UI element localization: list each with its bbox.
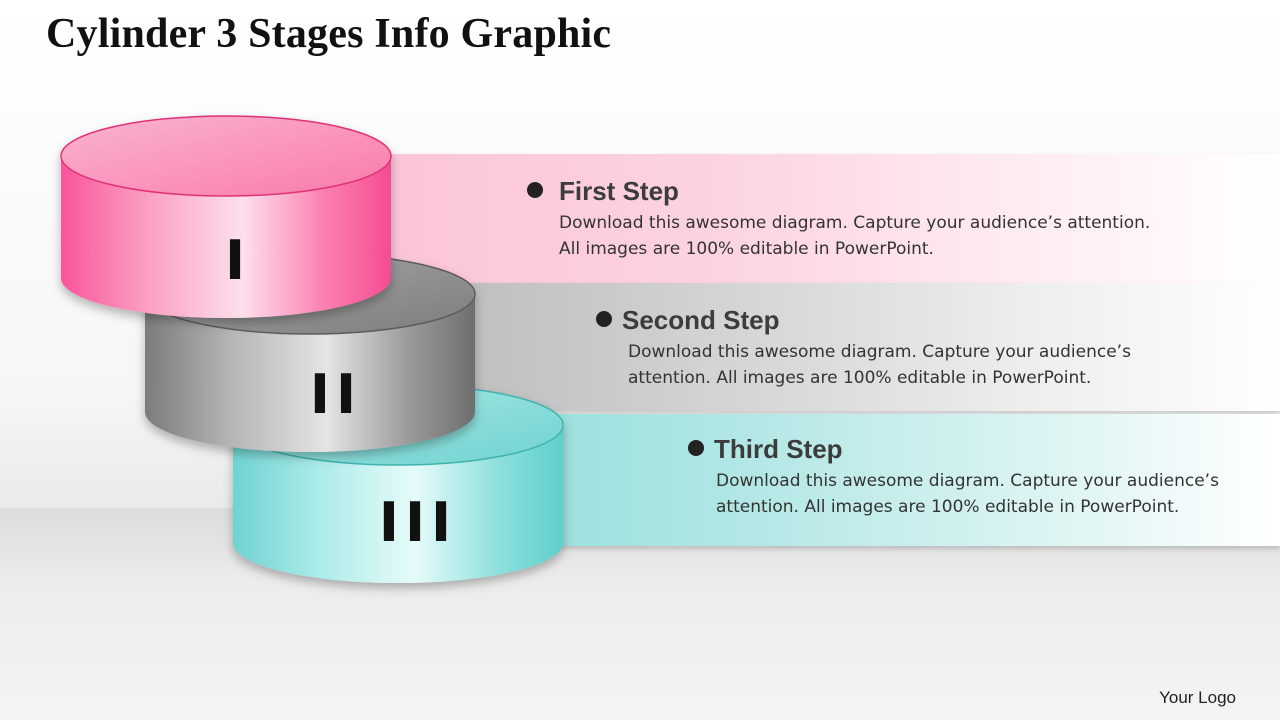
page-title: Cylinder 3 Stages Info Graphic <box>46 11 612 57</box>
stage-2-description: Download this awesome diagram. Capture y… <box>628 342 1131 388</box>
logo-text: Your Logo <box>1159 688 1236 707</box>
stage-band-1 <box>340 154 1280 286</box>
stage-3-numeral: III <box>378 491 458 554</box>
bullet-icon <box>527 182 543 198</box>
stage-1-title: First Step <box>559 176 679 206</box>
stage-1-numeral: I <box>224 229 252 292</box>
stage-2-numeral: II <box>309 363 363 426</box>
stage-3-description: Download this awesome diagram. Capture y… <box>716 471 1219 517</box>
stage-band-2 <box>340 283 1280 411</box>
stage-2-title: Second Step <box>622 305 780 335</box>
bullet-icon <box>596 311 612 327</box>
bullet-icon <box>688 440 704 456</box>
cylinder-1 <box>60 115 392 318</box>
stage-1-description: Download this awesome diagram. Capture y… <box>559 213 1151 259</box>
stage-3-title: Third Step <box>714 434 843 464</box>
